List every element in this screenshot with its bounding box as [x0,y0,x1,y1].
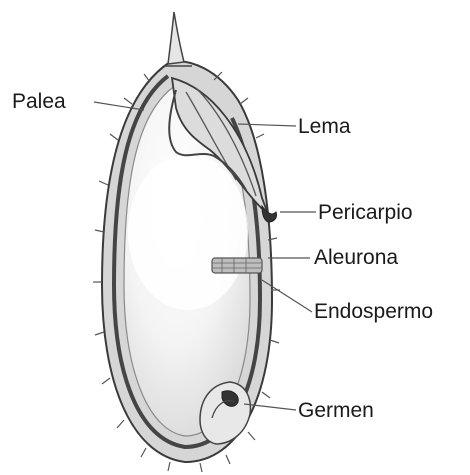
label-endospermo: Endospermo [314,300,433,323]
label-pericarpio: Pericarpio [318,201,413,224]
endosperm-highlight [128,154,248,310]
awn-tip [168,12,184,64]
label-lema: Lema [298,115,351,138]
label-germen: Germen [298,399,374,422]
label-aleurona: Aleurona [314,246,398,269]
label-palea: Palea [12,90,66,113]
aleurone-strip [212,258,262,273]
